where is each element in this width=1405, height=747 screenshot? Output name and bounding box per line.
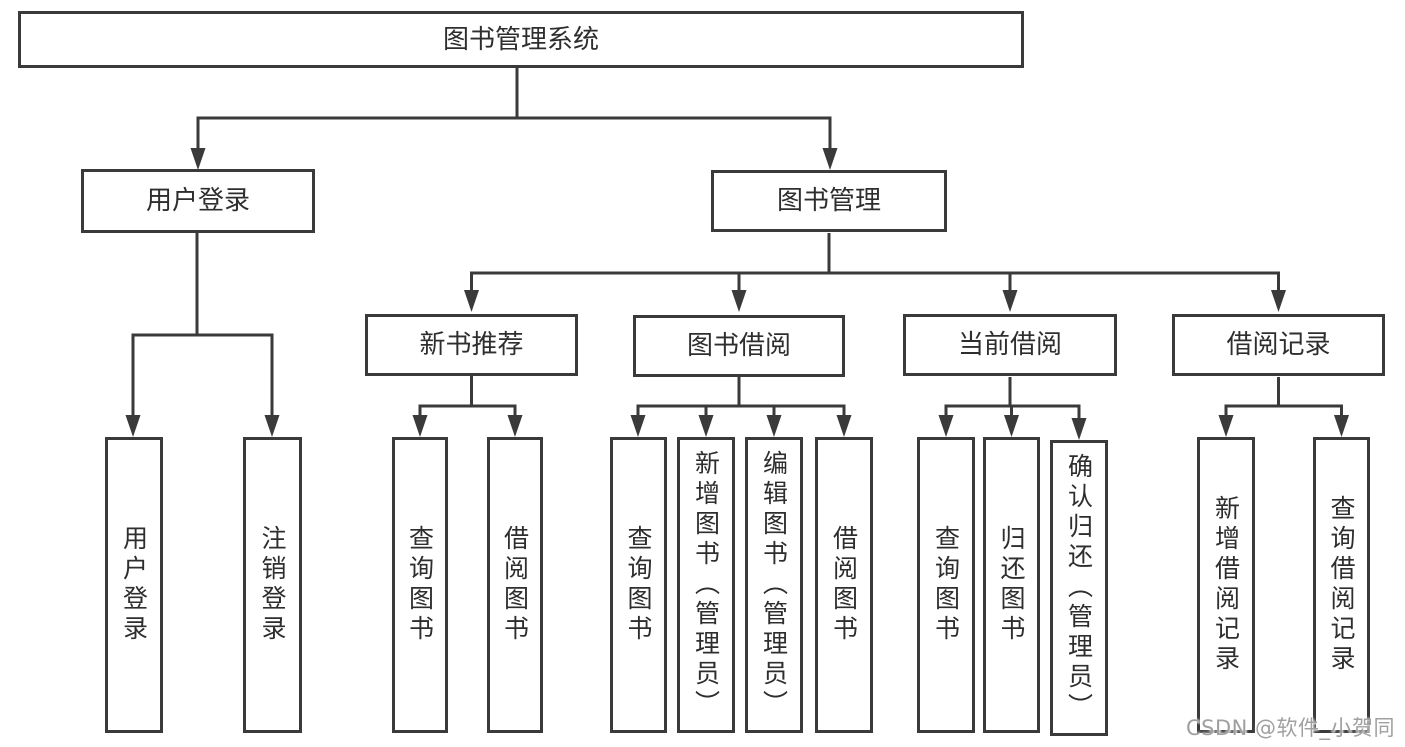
leaf-query-books-current: 查询图书	[917, 437, 975, 733]
leaf-user-login-label: 用户登录	[119, 525, 149, 645]
arrowhead	[190, 148, 206, 170]
leaf-query-books-borrow-label: 查询图书	[624, 525, 653, 645]
leaf-add-borrow-record: 新增借阅记录	[1197, 437, 1255, 733]
leaf-logout-label: 注销登录	[258, 525, 287, 645]
arrowhead	[1004, 415, 1019, 437]
leaf-add-borrow-record-label: 新增借阅记录	[1211, 495, 1241, 675]
node-current-borrow-label: 当前借阅	[957, 330, 1062, 360]
leaf-edit-books-admin: 编辑图书（管理员）	[745, 437, 803, 733]
arrowhead	[766, 415, 782, 437]
leaf-query-books-current-label: 查询图书	[931, 525, 961, 645]
leaf-return-books-label: 归还图书	[997, 525, 1026, 645]
arrowhead	[264, 415, 280, 437]
leaf-query-books-recommend: 查询图书	[392, 437, 448, 733]
arrowhead	[1071, 418, 1087, 440]
leaf-borrow-books: 借阅图书	[815, 437, 873, 733]
arrowhead	[822, 148, 838, 170]
leaf-borrow-books-label: 借阅图书	[829, 525, 859, 645]
arrowhead	[1334, 415, 1349, 437]
node-root-label: 图书管理系统	[442, 24, 599, 55]
arrowhead	[464, 290, 479, 312]
arrowhead	[1218, 415, 1234, 437]
leaf-query-books-borrow: 查询图书	[610, 437, 667, 733]
node-book-management: 图书管理	[711, 170, 947, 232]
node-root: 图书管理系统	[18, 11, 1024, 68]
leaf-query-books-recommend-label: 查询图书	[405, 525, 435, 645]
connector-current	[944, 377, 1081, 421]
connector-records	[1224, 377, 1343, 418]
arrowhead	[698, 415, 714, 437]
node-current-borrow: 当前借阅	[903, 314, 1117, 376]
leaf-return-books: 归还图书	[983, 437, 1040, 733]
connector-recommend	[418, 376, 517, 418]
arrowhead	[507, 415, 523, 437]
connector-login	[131, 233, 274, 418]
node-new-book-recommend-label: 新书推荐	[419, 330, 524, 360]
arrowhead	[836, 415, 852, 437]
node-book-borrow-label: 图书借阅	[686, 331, 791, 361]
arrowhead	[1271, 290, 1286, 312]
leaf-query-borrow-record-label: 查询借阅记录	[1327, 495, 1356, 675]
arrowhead	[938, 415, 954, 437]
leaf-confirm-return-admin-label: 确认归还（管理员）	[1064, 453, 1094, 723]
connector-borrow	[636, 377, 846, 418]
leaf-borrow-books-recommend: 借阅图书	[487, 437, 543, 733]
arrowhead	[412, 415, 428, 437]
leaf-add-books-admin-label: 新增图书（管理员）	[691, 450, 721, 720]
arrowhead	[731, 290, 747, 312]
leaf-query-borrow-record: 查询借阅记录	[1313, 437, 1370, 733]
leaf-user-login: 用户登录	[105, 437, 163, 733]
node-user-login: 用户登录	[81, 169, 315, 233]
arrowhead	[1002, 290, 1018, 312]
connector-book-management	[470, 233, 1280, 293]
leaf-add-books-admin: 新增图书（管理员）	[677, 437, 735, 733]
node-borrow-records: 借阅记录	[1172, 314, 1385, 376]
arrowhead	[125, 415, 141, 437]
arrowhead	[630, 415, 646, 437]
leaf-confirm-return-admin: 确认归还（管理员）	[1050, 440, 1108, 736]
node-user-login-label: 用户登录	[145, 186, 250, 216]
node-book-borrow: 图书借阅	[633, 315, 845, 377]
node-new-book-recommend: 新书推荐	[365, 314, 578, 376]
connector-root	[196, 68, 832, 150]
node-book-management-label: 图书管理	[776, 186, 881, 216]
leaf-borrow-books-recommend-label: 借阅图书	[500, 525, 530, 645]
leaf-logout: 注销登录	[243, 437, 302, 733]
leaf-edit-books-admin-label: 编辑图书（管理员）	[759, 450, 789, 720]
node-borrow-records-label: 借阅记录	[1226, 330, 1331, 360]
watermark: CSDN @软件_小贺同学	[1186, 716, 1396, 747]
